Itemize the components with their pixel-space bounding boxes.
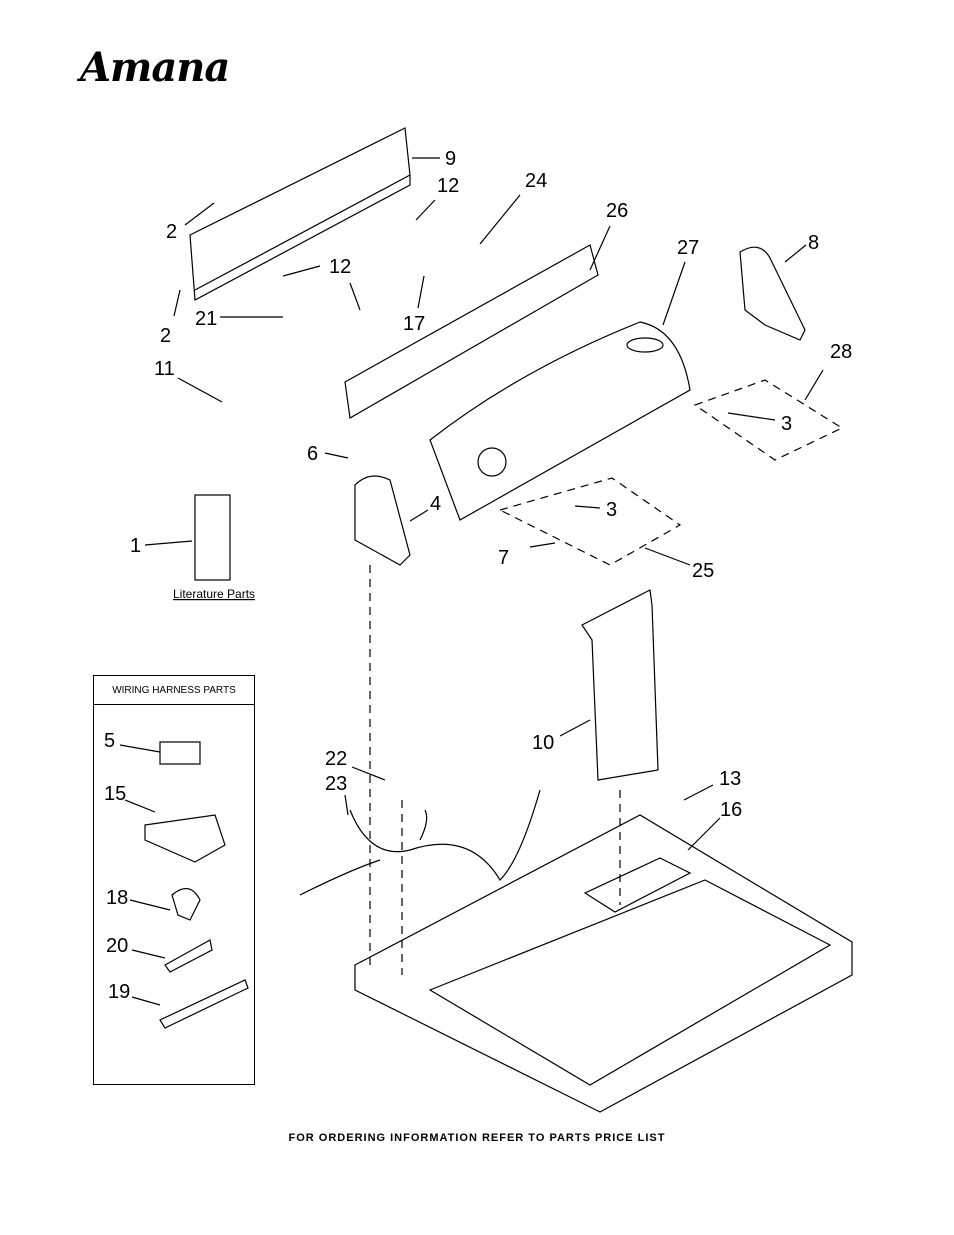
callout-25: 25 [692, 560, 714, 582]
callout-8: 8 [808, 232, 819, 254]
connector-part-5 [159, 741, 201, 765]
callout-4: 4 [430, 493, 441, 515]
callout-23: 23 [325, 773, 347, 795]
callout-13: 13 [719, 768, 741, 790]
callout-24: 24 [525, 170, 547, 192]
callout-5: 5 [104, 730, 115, 752]
callout-22: 22 [325, 748, 347, 770]
end-cap-part [739, 246, 806, 341]
callout-21: 21 [195, 308, 217, 330]
rear-panel-part [189, 127, 411, 301]
callout-20: 20 [106, 935, 128, 957]
callout-12-top: 12 [437, 175, 459, 197]
callout-2-top: 2 [166, 221, 177, 243]
end-cap-left-part [354, 475, 411, 566]
callout-16: 16 [720, 799, 742, 821]
connector-part-15 [144, 814, 226, 863]
callout-18: 18 [106, 887, 128, 909]
callout-3-right: 3 [781, 413, 792, 435]
wiring-harness-parts-box: WIRING HARNESS PARTS [93, 675, 255, 1085]
lint-screen-part [581, 589, 659, 781]
wiring-harness-parts-title: WIRING HARNESS PARTS [94, 676, 254, 705]
callout-3-center: 3 [606, 499, 617, 521]
callout-15: 15 [104, 783, 126, 805]
dryer-top-part [354, 814, 853, 1113]
callout-12-middle: 12 [329, 256, 351, 278]
clip-part-18 [171, 888, 201, 921]
callout-19: 19 [108, 981, 130, 1003]
cable-tie-part-19 [159, 979, 249, 1029]
callout-11: 11 [154, 358, 175, 380]
callout-7: 7 [498, 547, 509, 569]
callout-28: 28 [830, 341, 852, 363]
ordering-info-footer: FOR ORDERING INFORMATION REFER TO PARTS … [288, 1132, 666, 1144]
callout-17: 17 [403, 313, 425, 335]
callout-27: 27 [677, 237, 699, 259]
literature-parts-label: Literature Parts [173, 587, 255, 601]
callout-9: 9 [445, 148, 456, 170]
callout-6: 6 [307, 443, 318, 465]
wiring-harness [349, 789, 541, 881]
console-part [429, 321, 691, 521]
control-mounting-panel-part [344, 244, 599, 419]
callout-26: 26 [606, 200, 628, 222]
terminal-part-20 [164, 939, 213, 973]
callout-1: 1 [130, 535, 141, 557]
callout-10: 10 [532, 732, 554, 754]
amana-logo: Amana [80, 44, 230, 91]
callout-2-bottom: 2 [160, 325, 171, 347]
literature-book [194, 494, 231, 581]
